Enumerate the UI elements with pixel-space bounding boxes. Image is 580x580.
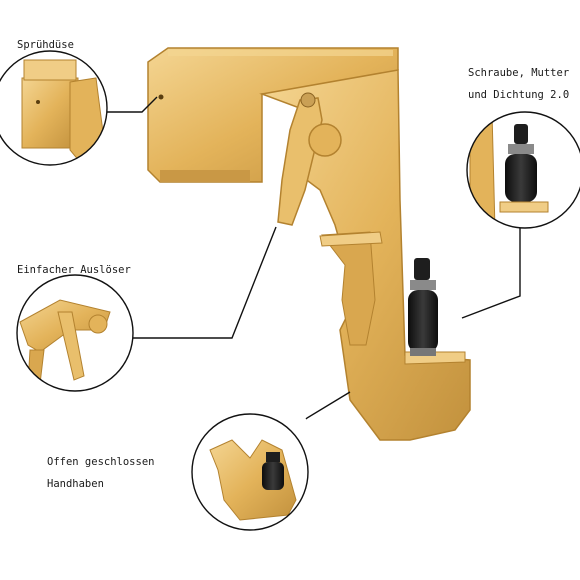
label-trigger: Einfacher Auslöser <box>17 259 131 281</box>
detail-handle <box>191 413 309 531</box>
label-handle-line2: Handhaben <box>47 478 104 490</box>
label-screw-line2: und Dichtung 2.0 <box>468 89 570 101</box>
detail-nozzle <box>0 50 108 166</box>
label-nozzle: Sprühdüse <box>17 34 74 56</box>
label-trigger-text: Einfacher Auslöser <box>17 264 131 276</box>
label-screw-line1: Schraube, Mutter <box>468 67 570 79</box>
label-handle: Offen geschlossen Handhaben <box>47 451 154 495</box>
label-nozzle-text: Sprühdüse <box>17 39 74 51</box>
detail-screw <box>466 111 580 229</box>
label-screw: Schraube, Mutter und Dichtung 2.0 <box>468 62 569 106</box>
detail-trigger <box>16 274 134 392</box>
gun-body <box>147 47 471 441</box>
callout-lines <box>106 96 521 420</box>
label-handle-line1: Offen geschlossen <box>47 456 155 468</box>
valve-assembly <box>408 258 438 356</box>
